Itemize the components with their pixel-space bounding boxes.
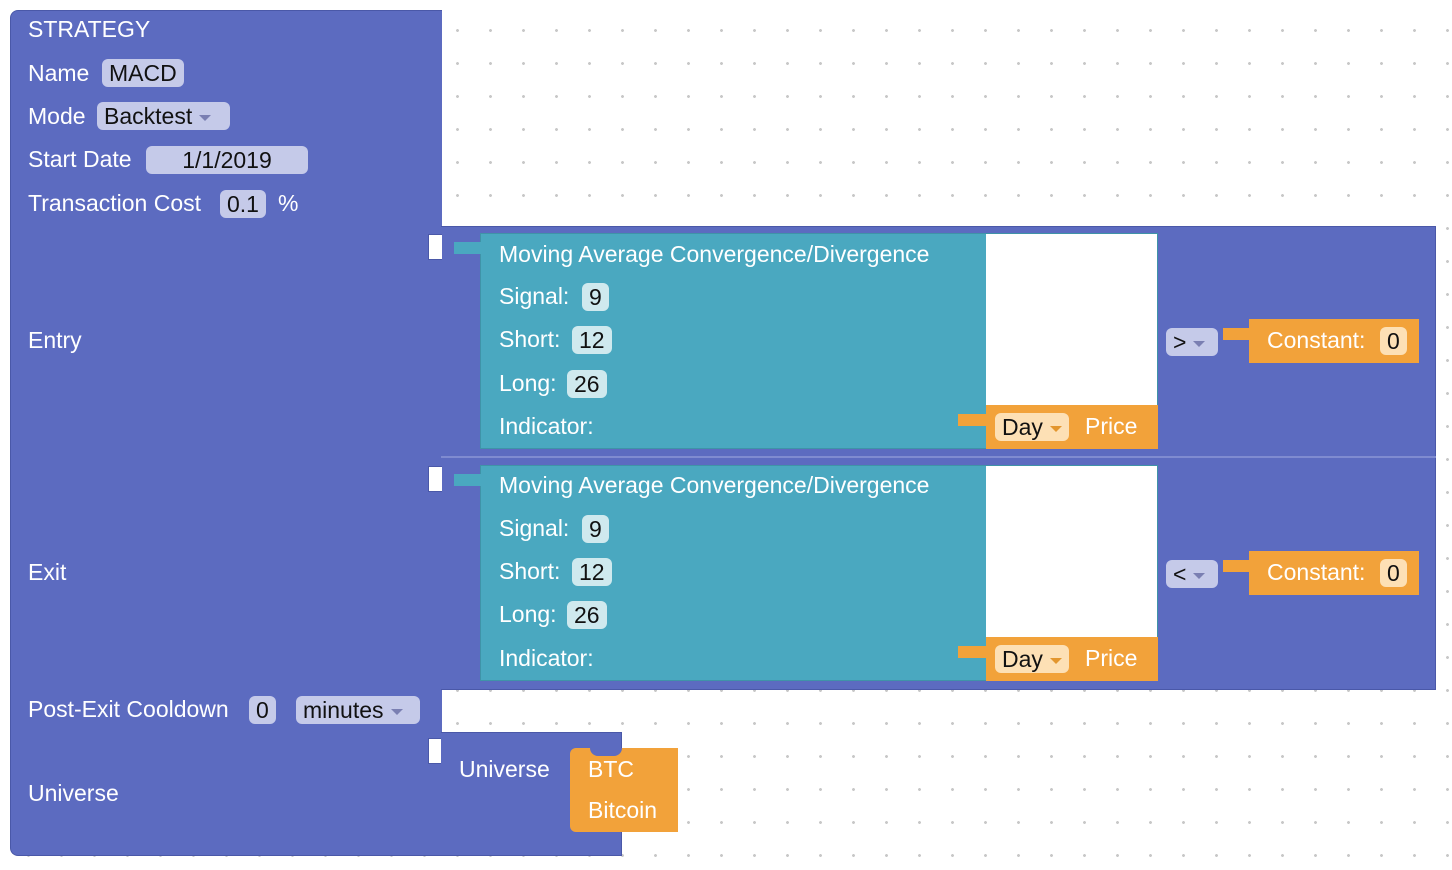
entry-indicator-label: Indicator: (499, 413, 594, 439)
entry-signal-input[interactable]: 9 (582, 283, 609, 311)
entry-long-label: Long: (499, 370, 557, 396)
exit-operator-dropdown[interactable]: < (1166, 560, 1218, 588)
exit-indicator-label: Indicator: (499, 645, 594, 671)
exit-period-value: Day (1002, 646, 1043, 672)
exit-price-label: Price (1085, 645, 1138, 671)
entry-constant-connector (1223, 328, 1251, 340)
strategy-block[interactable] (10, 10, 442, 856)
exit-short-label: Short: (499, 558, 561, 584)
exit-constant-label: Constant: (1267, 559, 1366, 585)
exit-signal-label: Signal: (499, 515, 570, 541)
entry-macd-connector (454, 242, 482, 254)
exit-price-connector (958, 646, 988, 658)
asset-block-notch (590, 748, 622, 756)
exit-constant-connector (1223, 560, 1251, 572)
entry-macd-title: Moving Average Convergence/Divergence (499, 241, 930, 267)
entry-period-value: Day (1002, 414, 1043, 440)
entry-operator-dropdown[interactable]: > (1166, 328, 1218, 356)
entry-long-input[interactable]: 26 (567, 370, 607, 398)
exit-notch (428, 466, 442, 492)
start-date-label: Start Date (28, 146, 132, 172)
start-date-input[interactable]: 1/1/2019 (146, 146, 308, 174)
cooldown-unit-dropdown[interactable]: minutes (296, 696, 420, 724)
exit-signal-input[interactable]: 9 (582, 515, 609, 543)
chevron-down-icon (199, 114, 212, 121)
entry-short-input[interactable]: 12 (572, 326, 612, 354)
entry-constant-input[interactable]: 0 (1380, 327, 1407, 355)
exit-label: Exit (28, 559, 67, 585)
exit-macd-block[interactable] (481, 466, 986, 680)
transaction-cost-unit: % (278, 190, 299, 216)
transaction-cost-label: Transaction Cost (28, 190, 201, 216)
chevron-down-icon (1193, 572, 1206, 579)
exit-long-label: Long: (499, 601, 557, 627)
cooldown-unit-value: minutes (303, 697, 384, 723)
chevron-down-icon (390, 708, 403, 715)
entry-short-label: Short: (499, 326, 561, 352)
mode-label: Mode (28, 103, 86, 129)
entry-notch (428, 234, 442, 260)
chevron-down-icon (1049, 657, 1062, 664)
name-input[interactable]: MACD (102, 59, 184, 87)
asset-name: Bitcoin (588, 797, 658, 823)
universe-side-label: Universe (28, 780, 119, 806)
entry-exit-divider (441, 456, 1436, 458)
entry-price-label: Price (1085, 413, 1138, 439)
entry-constant-label: Constant: (1267, 327, 1366, 353)
mode-dropdown[interactable]: Backtest (97, 102, 230, 130)
universe-notch (428, 738, 442, 764)
asset-symbol: BTC (588, 756, 634, 782)
entry-period-dropdown[interactable]: Day (995, 413, 1069, 441)
chevron-down-icon (1049, 425, 1062, 432)
entry-macd-block[interactable] (481, 234, 986, 448)
asset-block[interactable] (570, 748, 678, 832)
exit-short-input[interactable]: 12 (572, 558, 612, 586)
exit-period-dropdown[interactable]: Day (995, 645, 1069, 673)
entry-price-connector (958, 414, 988, 426)
cooldown-input[interactable]: 0 (249, 696, 276, 724)
exit-operator-value: < (1173, 561, 1187, 587)
transaction-cost-input[interactable]: 0.1 (220, 190, 266, 218)
exit-macd-connector (454, 474, 482, 486)
entry-label: Entry (28, 327, 82, 353)
entry-operator-value: > (1173, 329, 1187, 355)
exit-long-input[interactable]: 26 (567, 601, 607, 629)
cooldown-label: Post-Exit Cooldown (28, 696, 229, 722)
chevron-down-icon (1193, 340, 1206, 347)
strategy-header: STRATEGY (28, 16, 151, 42)
exit-macd-title: Moving Average Convergence/Divergence (499, 472, 930, 498)
mode-value: Backtest (104, 103, 193, 129)
name-label: Name (28, 60, 90, 86)
exit-constant-input[interactable]: 0 (1380, 559, 1407, 587)
entry-signal-label: Signal: (499, 283, 570, 309)
universe-label: Universe (459, 756, 550, 782)
